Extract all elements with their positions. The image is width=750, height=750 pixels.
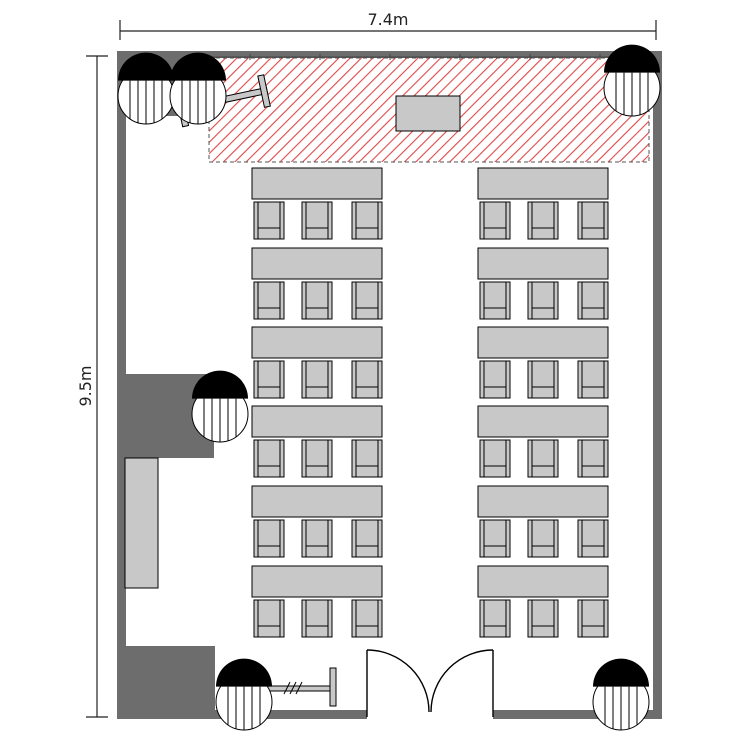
height-dimension [86,55,108,718]
chair [301,360,333,399]
width-label: 7.4m [367,10,408,29]
table-group [477,326,609,399]
chair [351,281,383,320]
chair [301,439,333,478]
table-group [477,485,609,558]
table [477,247,609,280]
table-group [477,167,609,240]
chair [351,599,383,638]
table [251,485,383,518]
chair [479,201,511,240]
chair [253,599,285,638]
table-group [477,405,609,478]
chair [479,360,511,399]
ceiling-light-icon [117,52,175,125]
table-group [251,167,383,240]
chair [479,599,511,638]
chair [479,519,511,558]
chair [351,201,383,240]
chair [253,519,285,558]
chair [479,281,511,320]
ceiling-light-icon [215,658,273,731]
table [251,167,383,200]
table [477,167,609,200]
wall-bottom-right [493,710,662,719]
chair [253,360,285,399]
chair [577,599,609,638]
chair [351,519,383,558]
corner-block-bottom-left [117,646,215,719]
side-counter [124,457,159,589]
double-door-icon [366,649,494,717]
table [477,565,609,598]
lights-layer [117,44,661,731]
chair [301,519,333,558]
table [477,485,609,518]
chair [577,201,609,240]
chair [577,439,609,478]
stage-window-marks [209,54,649,60]
tables-layer [251,167,609,638]
ceiling-light-icon [169,52,227,125]
table [251,405,383,438]
table [251,326,383,359]
table-group [251,565,383,638]
chair [527,201,559,240]
wall-right [653,51,662,719]
table [251,565,383,598]
table [477,405,609,438]
chair [577,281,609,320]
chair [351,439,383,478]
chair [253,201,285,240]
chair [301,599,333,638]
table [477,326,609,359]
table-group [477,565,609,638]
chair [527,439,559,478]
table-group [251,326,383,399]
wall-alcove-left [117,458,126,618]
chair [527,360,559,399]
chair [527,599,559,638]
chair [301,201,333,240]
chair [577,519,609,558]
chair [301,281,333,320]
ceiling-light-icon [191,370,249,443]
chair [527,519,559,558]
chair [253,281,285,320]
chair [577,360,609,399]
lectern [395,95,461,132]
table-group [251,485,383,558]
table-group [251,247,383,320]
chair [527,281,559,320]
ceiling-light-icon [603,44,661,117]
chair [479,439,511,478]
width-dimension [119,20,657,40]
table-group [477,247,609,320]
table [251,247,383,280]
height-label: 9.5m [76,365,95,406]
chair [253,439,285,478]
ceiling-light-icon [592,658,650,731]
chair [351,360,383,399]
table-group [251,405,383,478]
